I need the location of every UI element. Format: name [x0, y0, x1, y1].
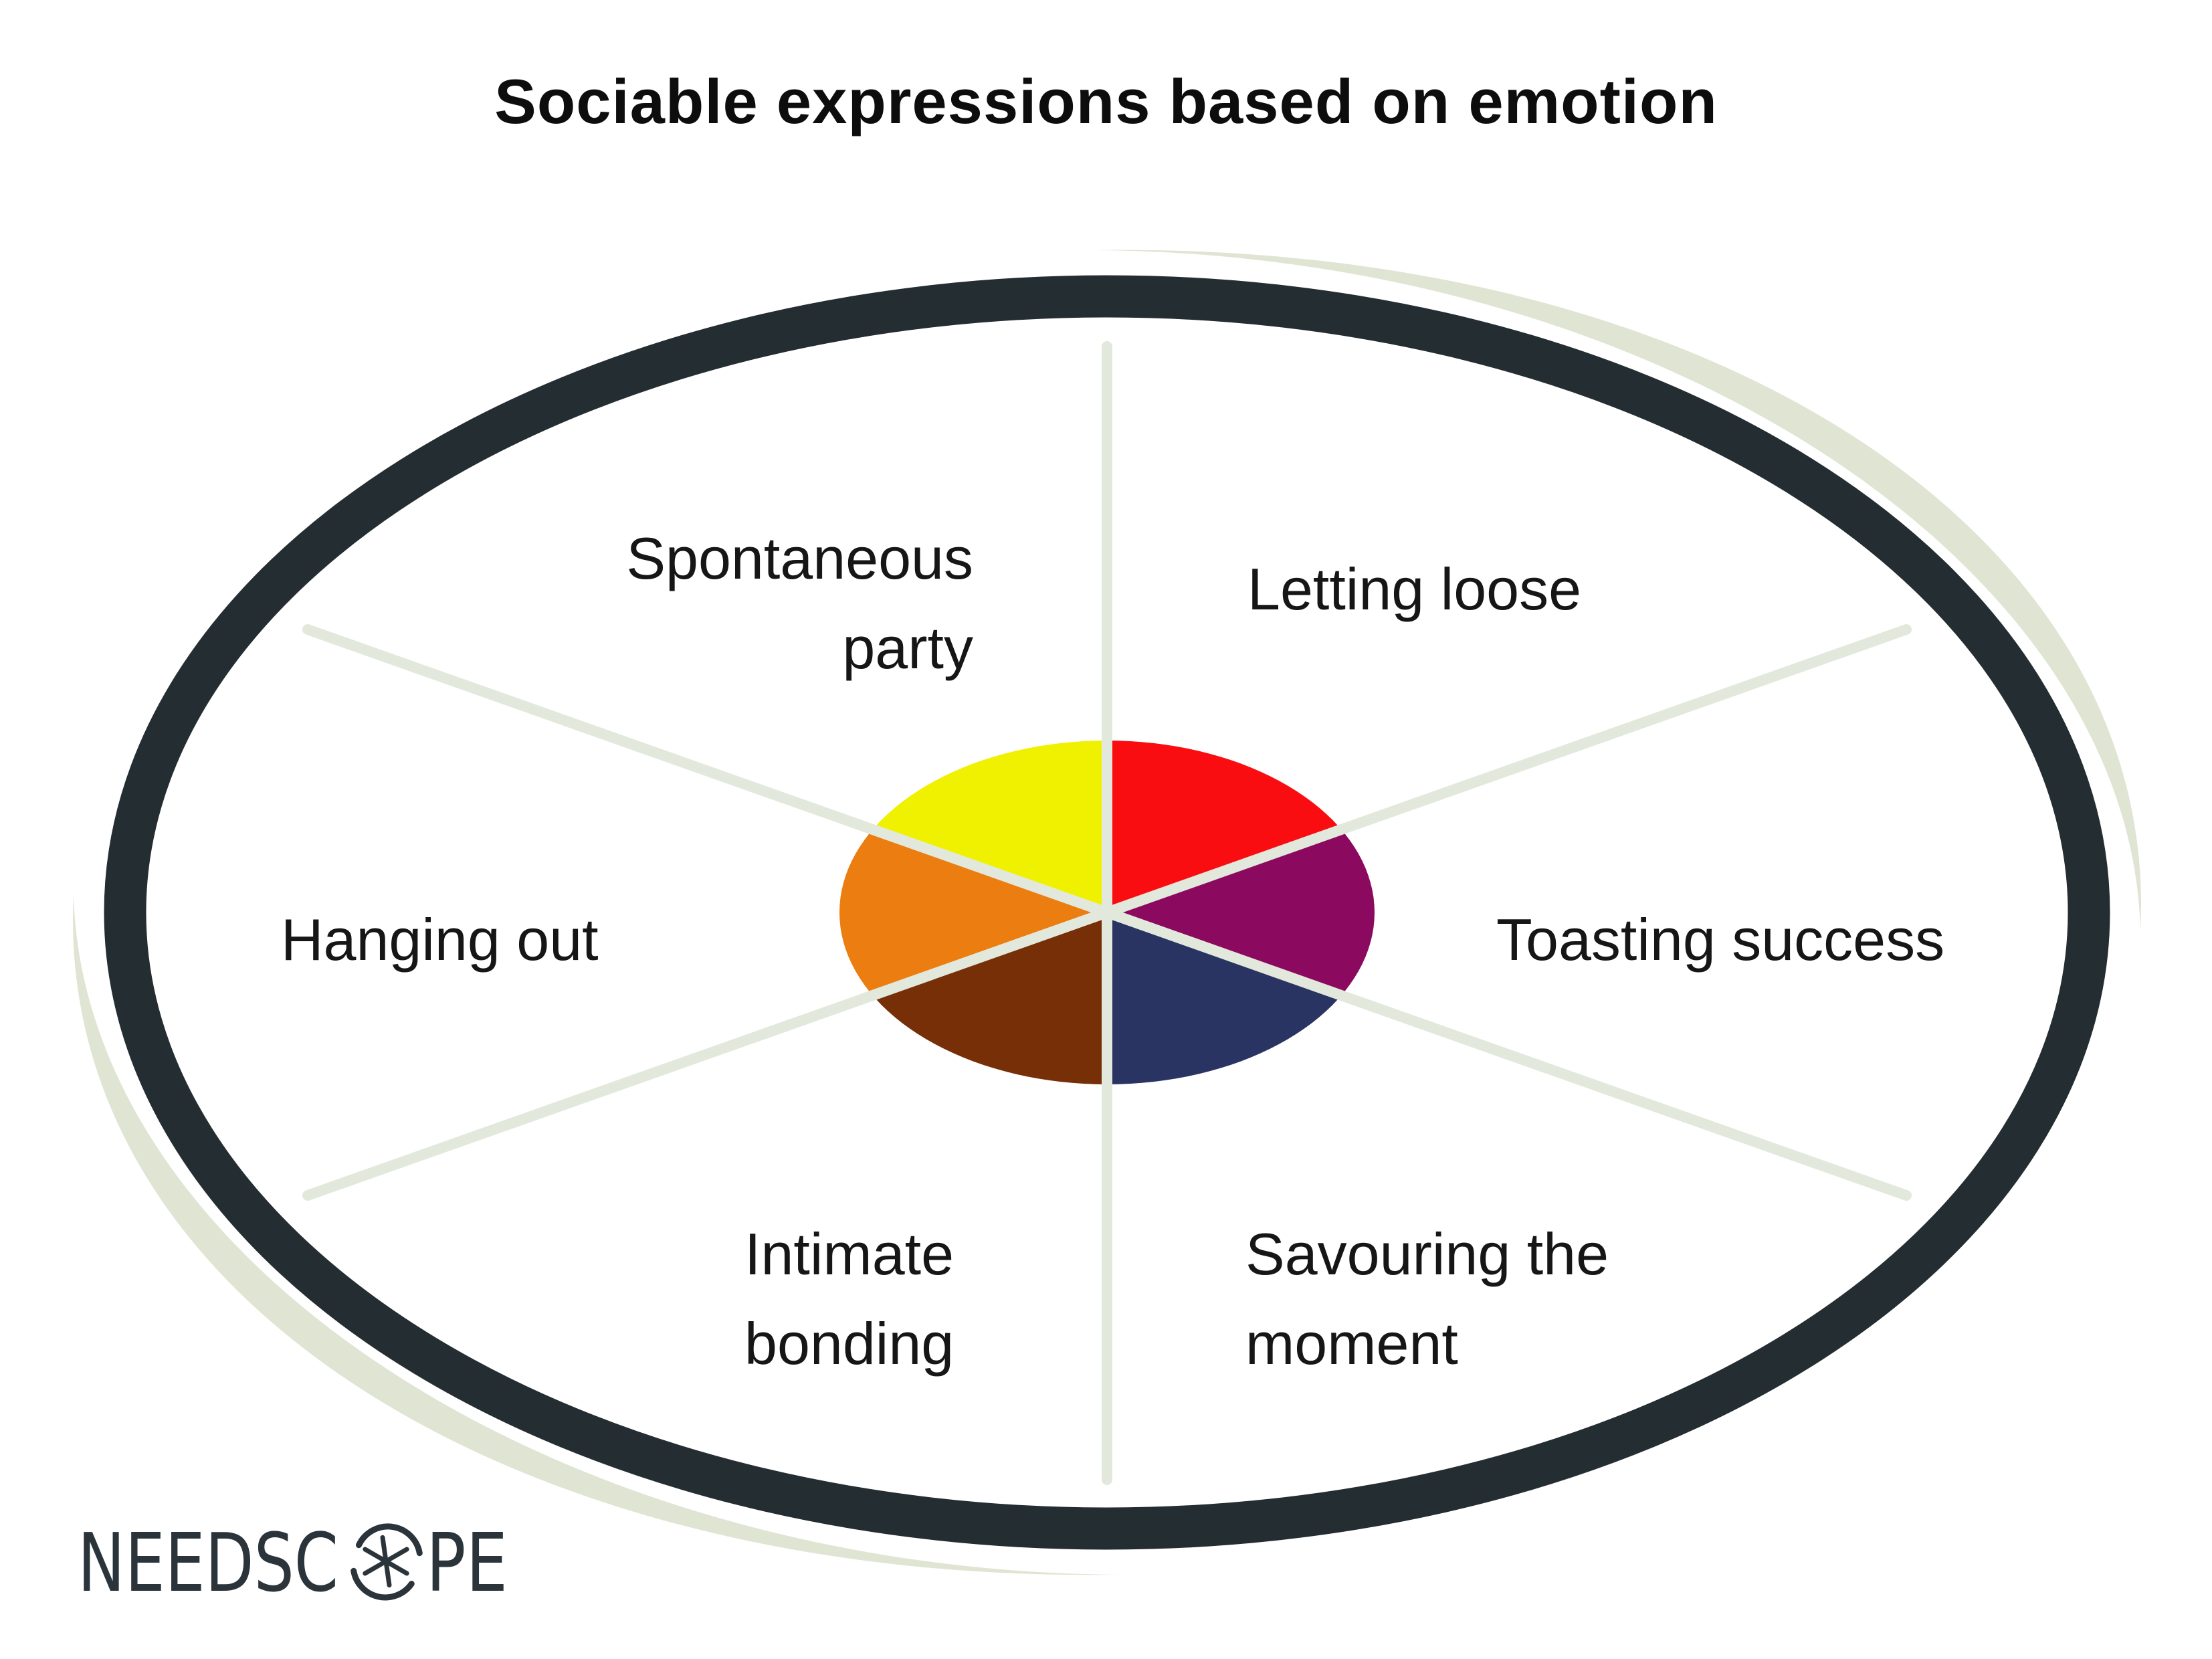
wedge-savouring-the-moment	[1107, 912, 1339, 1084]
wedge-toasting-success	[1107, 826, 1375, 999]
spoke-diagonal-sw-ne	[302, 624, 1912, 1201]
label-line: Hanging out	[281, 906, 599, 973]
wedge-spontaneous-party	[875, 741, 1107, 912]
label-savouring-the-moment: Savouring the moment	[1245, 1209, 1609, 1389]
label-line: Letting loose	[1247, 556, 1582, 622]
sector-spokes	[302, 341, 1912, 1485]
label-hanging-out: Hanging out	[281, 895, 599, 985]
label-line: party	[842, 615, 973, 681]
o-bottom-arc	[350, 1567, 415, 1601]
logo-text-pe: PE	[426, 1519, 508, 1610]
label-line: moment	[1245, 1310, 1458, 1377]
label-letting-loose: Letting loose	[1247, 545, 1581, 634]
o-top-arc	[356, 1523, 423, 1557]
label-line: Toasting success	[1496, 906, 1945, 973]
label-line: Intimate	[744, 1221, 954, 1287]
needscope-logo: NEEDSC PE	[78, 1519, 508, 1610]
label-line: bonding	[744, 1310, 954, 1377]
page-title: Sociable expressions based on emotion	[494, 66, 1718, 136]
label-toasting-success: Toasting success	[1496, 895, 1944, 985]
label-line: Savouring the	[1245, 1221, 1609, 1287]
compass-asterisk-o-icon	[350, 1523, 423, 1601]
wedge-hanging-out	[839, 826, 1107, 999]
label-spontaneous-party: Spontaneous party	[626, 514, 973, 693]
logo-text-needsc: NEEDSC	[78, 1519, 338, 1610]
outer-ring	[104, 275, 2110, 1550]
wedge-intimate-bonding	[875, 912, 1107, 1084]
o-asterisk	[363, 1535, 409, 1588]
emotion-pie	[839, 741, 1375, 1084]
label-line: Spontaneous	[626, 525, 973, 591]
wedge-letting-loose	[1107, 741, 1339, 912]
label-intimate-bonding: Intimate bonding	[744, 1209, 954, 1389]
